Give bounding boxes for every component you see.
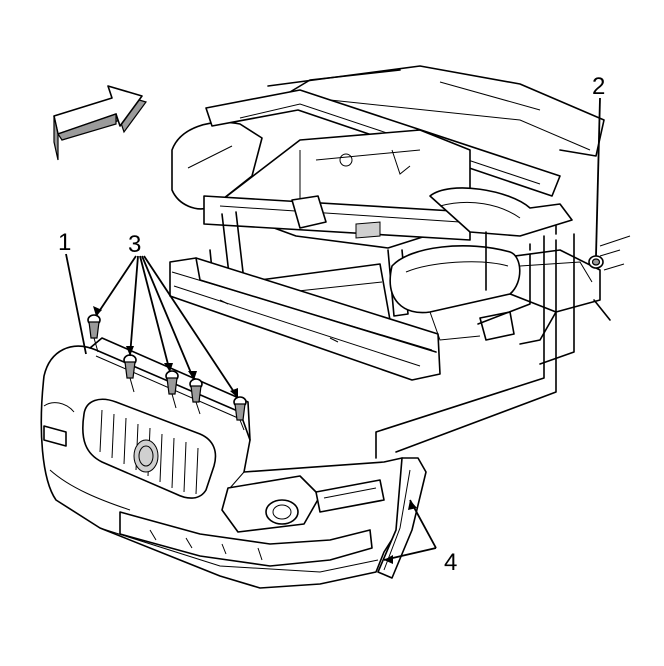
retainers bbox=[87, 314, 247, 431]
grille bbox=[82, 398, 217, 499]
emblem-icon bbox=[133, 439, 159, 473]
retainer-2 bbox=[123, 354, 137, 379]
fog-lamp bbox=[265, 499, 299, 525]
retainer-1 bbox=[87, 314, 101, 339]
callout-2: 2 bbox=[592, 73, 605, 100]
alignment-lines bbox=[375, 225, 575, 459]
retainer-3 bbox=[165, 370, 179, 395]
nut bbox=[588, 255, 604, 269]
fascia-side-tabs bbox=[377, 457, 427, 579]
retainer-5 bbox=[233, 396, 247, 421]
front-bumper-fascia bbox=[40, 337, 421, 589]
callout-1: 1 bbox=[58, 229, 71, 256]
impact-bar bbox=[169, 257, 441, 381]
retainer-4 bbox=[189, 378, 203, 403]
leader-lines bbox=[65, 97, 601, 564]
callout-4: 4 bbox=[444, 549, 457, 576]
callout-3: 3 bbox=[128, 231, 141, 258]
front-direction-arrow-icon bbox=[53, 85, 147, 161]
